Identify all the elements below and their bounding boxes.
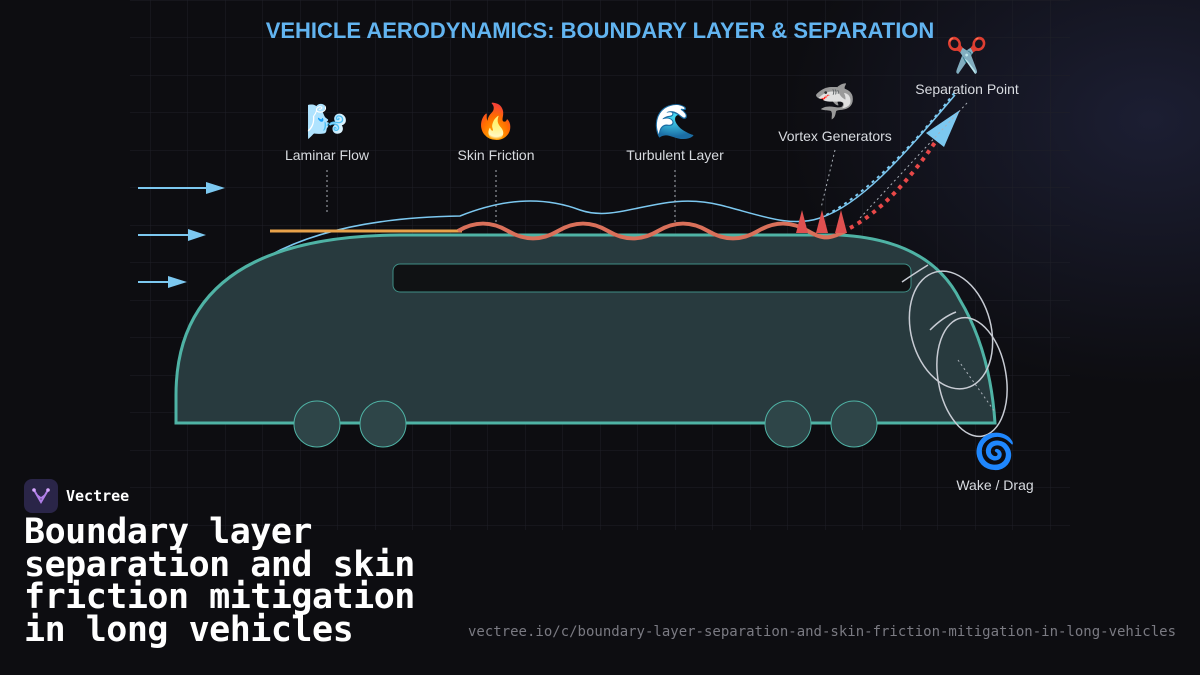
leader-line [957,359,996,413]
turbulent-layer-label: Turbulent Layer [626,147,724,163]
vehicle-body [174,233,997,425]
vortex-generators-icon: 🦈 [814,82,856,121]
wake-swirl-tail [929,311,957,331]
leader-line [859,102,968,219]
incoming-airflow-arrows [138,182,225,288]
separation-point-label: Separation Point [915,81,1019,97]
wheel [359,400,407,448]
wake-swirl-tail [901,264,929,283]
wake-vortices [901,264,1008,438]
skin-friction-icon: 🔥 [475,102,517,141]
flow-arrow-head [188,229,206,241]
page-headline: Boundary layer separation and skin frict… [24,512,415,650]
turbulent-layer-icon: 🌊 [654,102,696,141]
separation-point-icon: ✂️ [946,35,988,75]
fin [816,210,828,233]
fin [796,210,808,233]
source-url[interactable]: vectree.io/c/boundary-layer-separation-a… [467,624,1176,640]
brand: Vectree [24,479,129,513]
turbulent-wave [456,221,847,241]
label-leader-lines [326,102,996,413]
flow-arrow-head [168,276,187,288]
wheel [764,400,812,448]
brand-name: Vectree [66,487,130,505]
vectree-logo-icon [24,479,58,513]
separated-flow-path [849,136,940,230]
vortex-generators-label: Vortex Generators [778,128,892,144]
diagram-title: VEHICLE AERODYNAMICS: BOUNDARY LAYER & S… [266,18,935,43]
wake-drag-icon: 🌀 [974,431,1016,471]
attached-flow-dashed [819,91,956,219]
wheel [830,400,878,448]
flow-arrow-head [206,182,225,194]
wheel [293,400,341,448]
skin-friction-label: Skin Friction [457,147,534,163]
vortex-generator-fins [796,210,847,233]
laminar-flow-label: Laminar Flow [285,147,370,163]
wake-drag-label: Wake / Drag [956,477,1033,493]
wake-swirl [936,316,1008,438]
laminar-flow-icon: 🌬️ [306,103,348,141]
vehicle-wheels [293,400,878,448]
vehicle-window-strip [392,263,912,293]
wake-swirl [908,270,994,390]
fin [835,210,847,233]
